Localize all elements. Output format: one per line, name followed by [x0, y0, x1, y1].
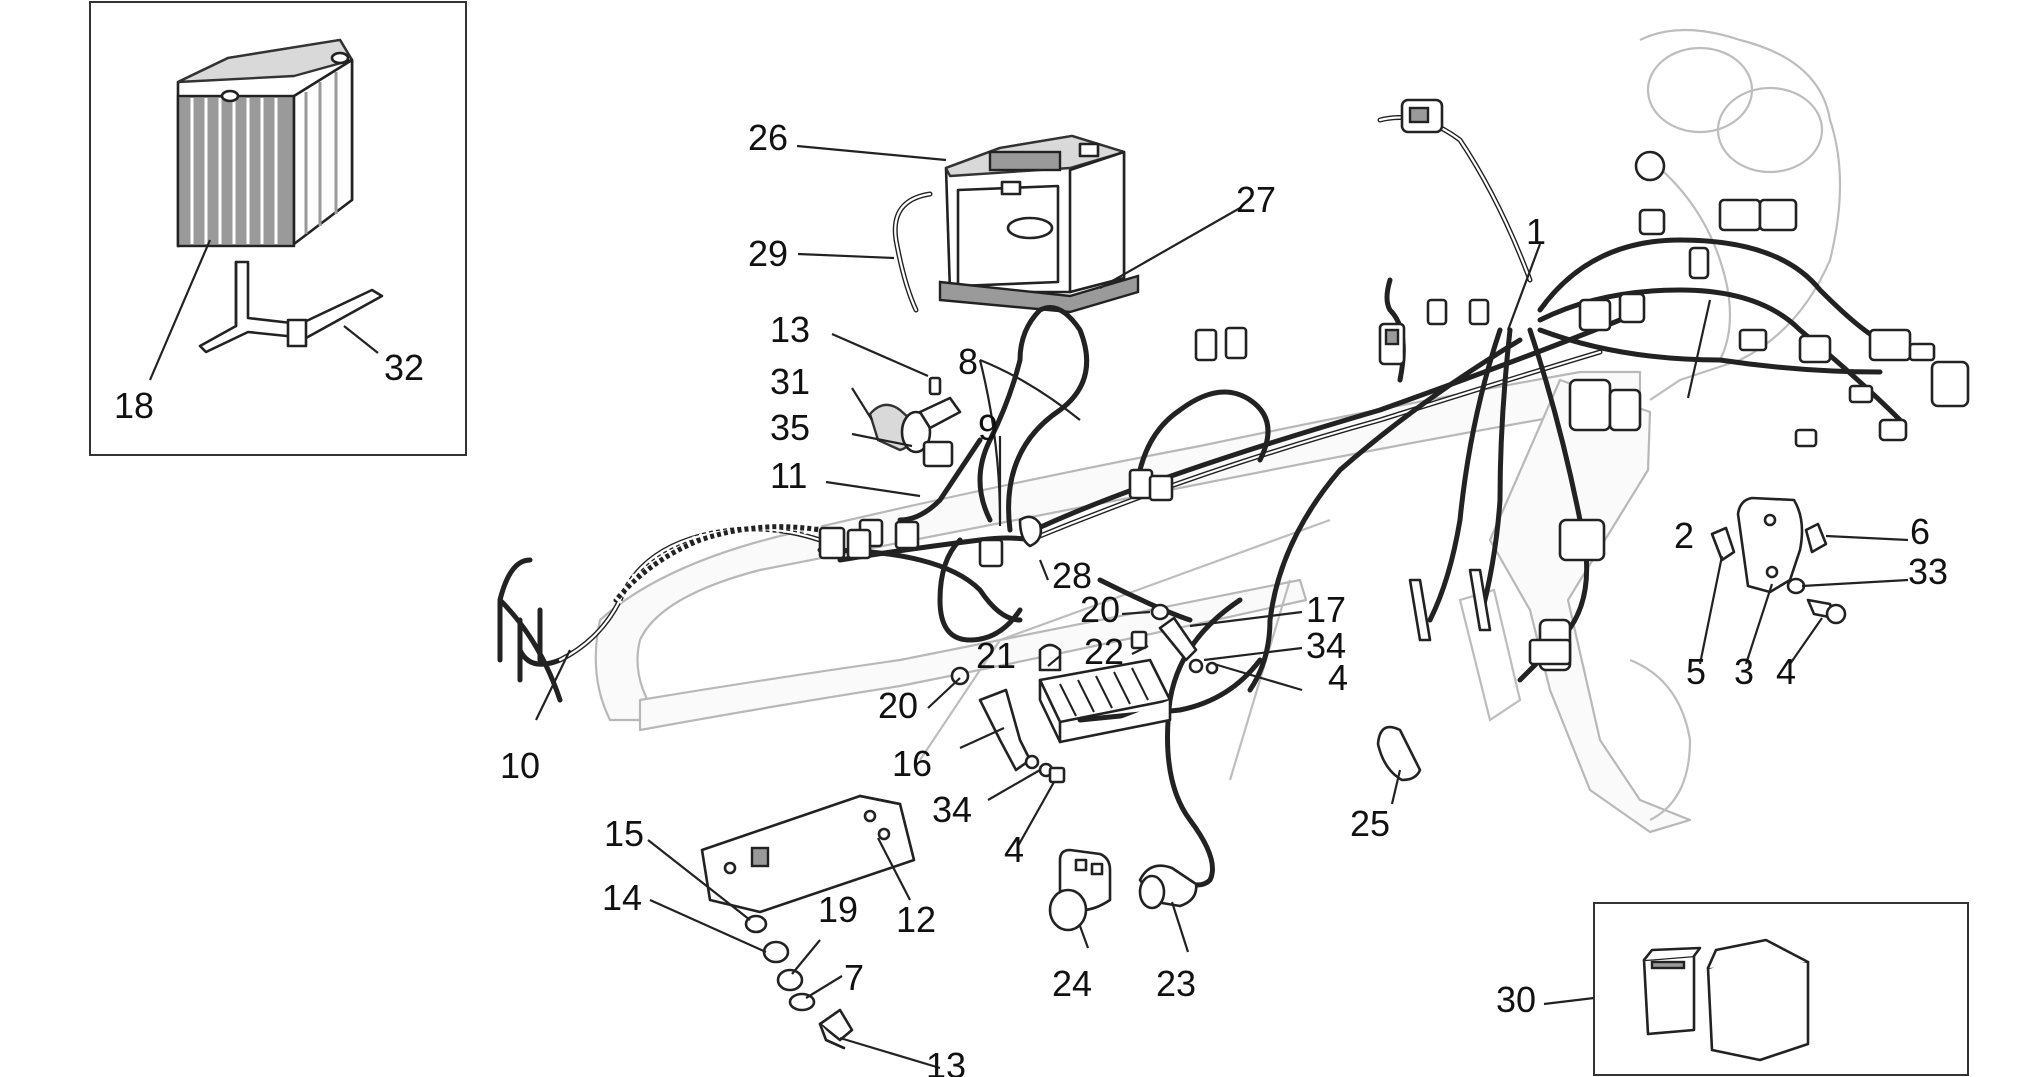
callout-label: 29 [748, 233, 788, 274]
callout-label: 20 [878, 685, 918, 726]
callout-label: 15 [604, 813, 644, 854]
callout-label: 9 [978, 407, 998, 448]
callout-label: 35 [770, 407, 810, 448]
callout-label: 12 [896, 899, 936, 940]
callout-label: 18 [114, 385, 154, 426]
callout-label: 8 [958, 341, 978, 382]
callout-label: 14 [602, 877, 642, 918]
callout-label: 6 [1910, 511, 1930, 552]
callout-label: 10 [500, 745, 540, 786]
callout-label: 11 [770, 455, 807, 496]
callout-label: 26 [748, 117, 788, 158]
callout-label: 1 [1526, 211, 1546, 252]
inset-box-battery-alt [89, 1, 467, 456]
callout-label: 17 [1306, 589, 1346, 630]
callout-label: 31 [770, 361, 810, 402]
callout-label: 5 [1686, 651, 1706, 692]
battery-bracket [198, 260, 384, 354]
callout-label: 21 [976, 635, 1016, 676]
callout-label: 3 [1734, 651, 1754, 692]
callout-label: 25 [1350, 803, 1390, 844]
callout-label: 27 [1236, 179, 1276, 220]
callout-label: 4 [1328, 657, 1348, 698]
callout-label: 22 [1084, 631, 1124, 672]
inset-box-relays [1593, 902, 1969, 1076]
callout-label: 28 [1052, 555, 1092, 596]
connectors [700, 98, 1970, 1062]
callout-label: 24 [1052, 963, 1092, 1004]
callout-label: 19 [818, 889, 858, 930]
callout-label: 13 [926, 1045, 966, 1077]
callout-label: 30 [1496, 979, 1536, 1020]
callout-label: 16 [892, 743, 932, 784]
battery-small [176, 38, 354, 248]
leader-lines [148, 144, 1909, 1070]
callout-label: 34 [1306, 625, 1346, 666]
callout-label: 13 [770, 309, 810, 350]
callout-label: 2 [1674, 515, 1694, 556]
breather-tube [892, 191, 933, 313]
battery-main [944, 134, 1126, 294]
callout-label: 34 [932, 789, 972, 830]
callout-label: 33 [1908, 551, 1948, 592]
callout-labels: 1 2 3 4 4 4 5 6 7 8 9 10 11 12 13 13 14 … [114, 117, 1948, 1077]
callout-label: 20 [1080, 589, 1120, 630]
callout-label: 7 [844, 957, 864, 998]
battery-pad [938, 274, 1140, 314]
callout-label: 23 [1156, 963, 1196, 1004]
callout-label: 4 [1004, 829, 1024, 870]
frame-ghost [594, 28, 1842, 834]
wiring-harness [497, 115, 1903, 888]
callout-label: 4 [1776, 651, 1796, 692]
callout-label: 32 [384, 347, 424, 388]
